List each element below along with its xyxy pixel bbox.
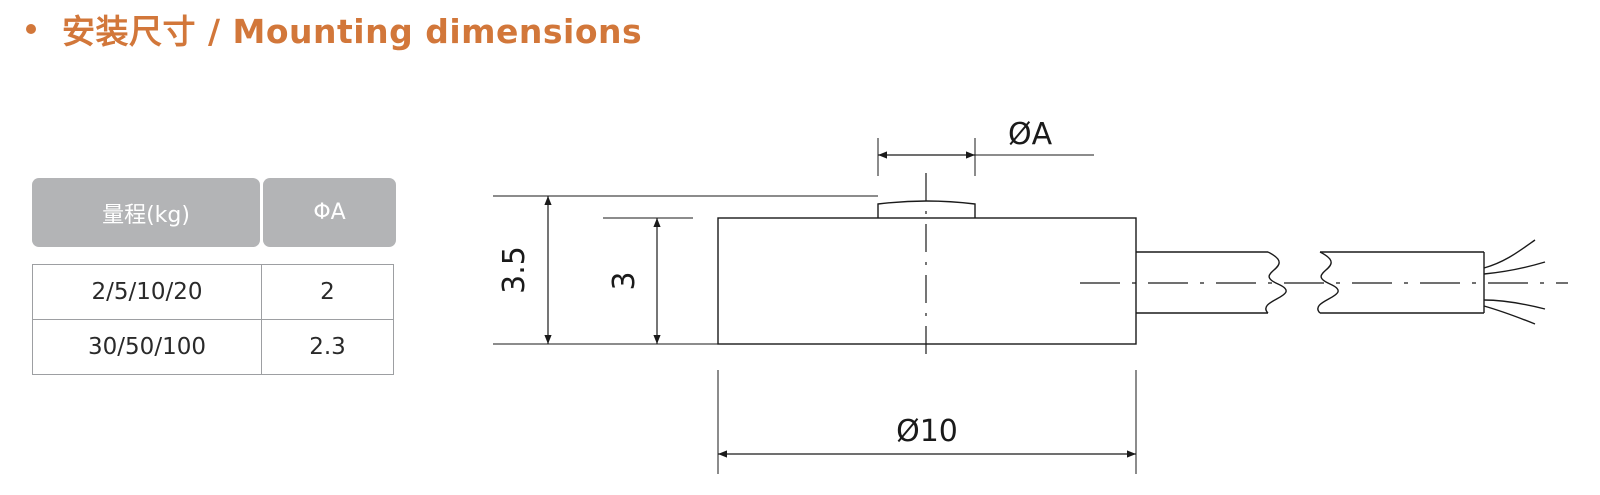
label-diameter: Ø10	[896, 414, 958, 449]
section-header: 安装尺寸 / Mounting dimensions	[20, 4, 642, 54]
table-header: 量程(kg) ΦA	[32, 178, 396, 248]
table-body: 2/5/10/20 2 30/50/100 2.3	[32, 264, 394, 375]
load-button	[877, 200, 976, 218]
spec-table: 量程(kg) ΦA 2/5/10/20 2 30/50/100 2.3	[32, 178, 396, 375]
cell-range: 30/50/100	[33, 320, 262, 374]
label-body-height: 3	[607, 271, 642, 290]
column-header-range: 量程(kg)	[32, 178, 260, 247]
label-phi-a: ØA	[1008, 117, 1053, 152]
sensor-body	[717, 217, 1137, 345]
wire	[1483, 299, 1546, 310]
wire	[1483, 261, 1546, 275]
cable-break-left	[1265, 251, 1287, 314]
cell-range: 2/5/10/20	[33, 265, 262, 319]
wire	[1483, 239, 1536, 269]
table-row: 2/5/10/20 2	[33, 265, 393, 320]
cable-break-right	[1317, 251, 1339, 314]
wire	[1483, 305, 1536, 325]
table-row: 30/50/100 2.3	[33, 320, 393, 375]
label-total-height: 3.5	[497, 246, 532, 294]
column-header-phi-a: ΦA	[263, 178, 396, 247]
cell-phi-a: 2	[320, 279, 335, 305]
section-title: 安装尺寸 / Mounting dimensions	[62, 12, 643, 51]
cell-phi-a: 2.3	[309, 334, 346, 360]
bullet-icon	[26, 24, 36, 34]
